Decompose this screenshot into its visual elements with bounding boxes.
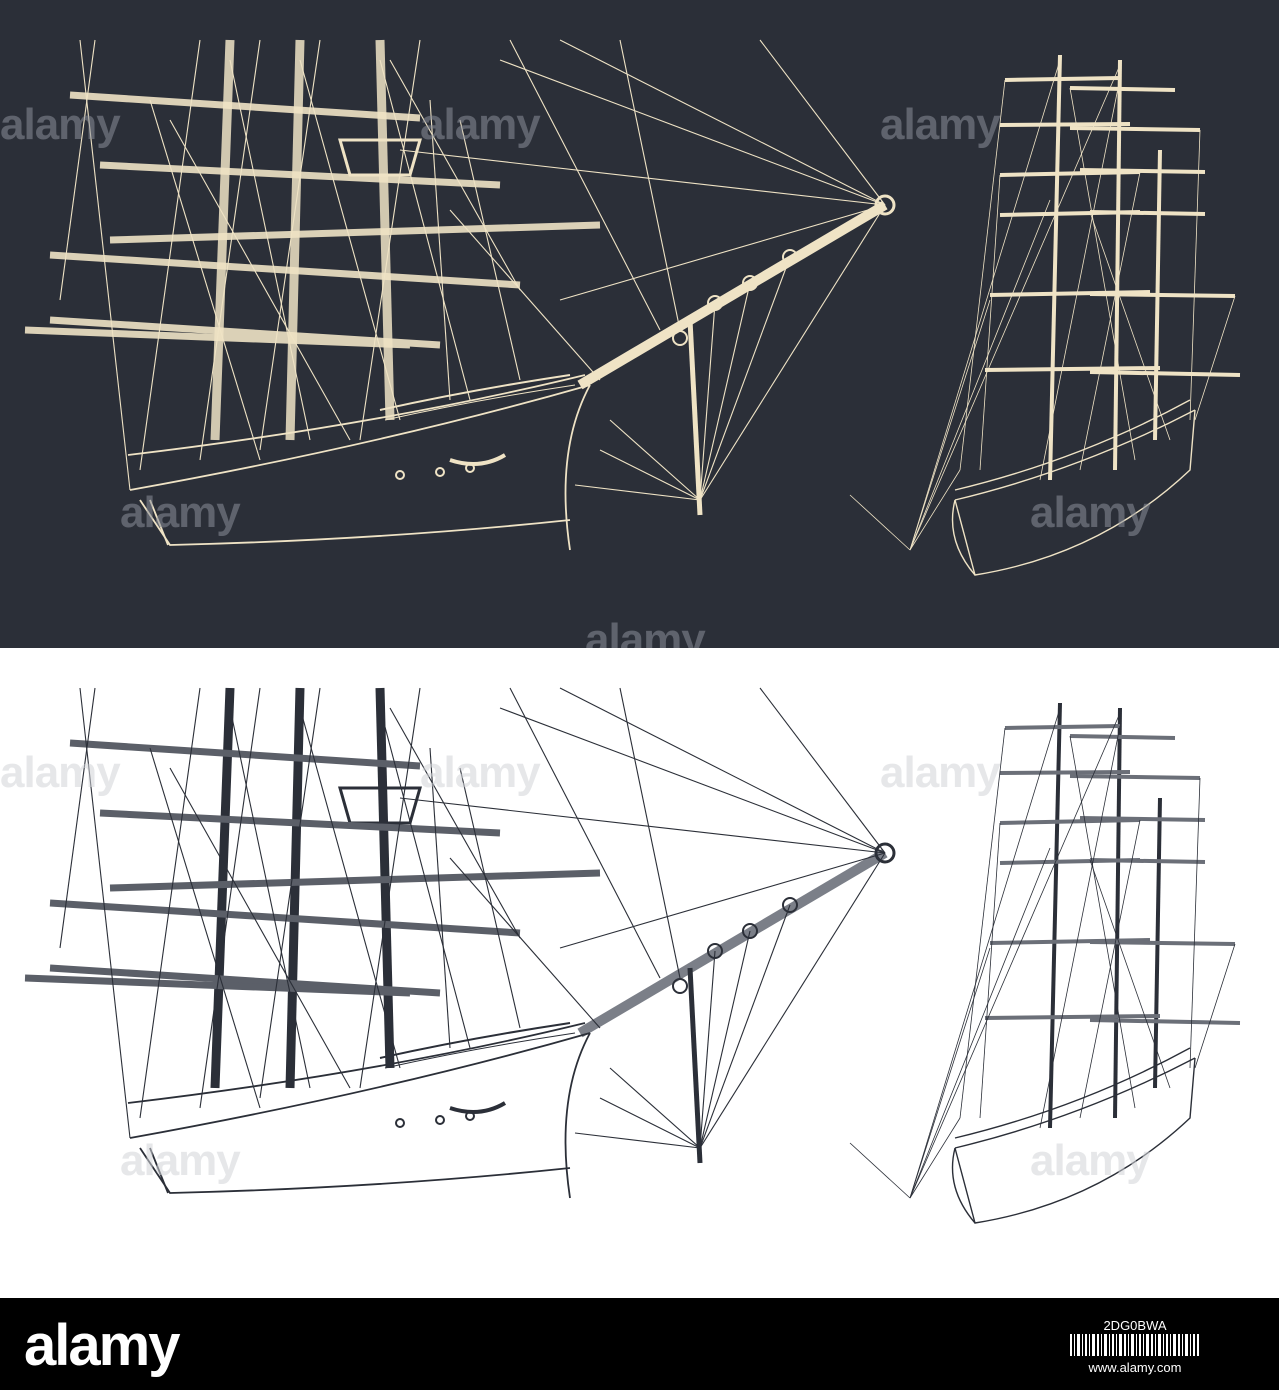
portholes xyxy=(395,1101,507,1128)
bowsprit xyxy=(577,848,888,1038)
ship-bow-closeup-light xyxy=(24,687,896,1199)
ship-full-light xyxy=(849,702,1241,1224)
light-panel: alamy alamy alamy alamy alamy xyxy=(0,648,1279,1298)
bowsprit xyxy=(577,200,888,390)
image-id: 2DG0BWA xyxy=(1103,1318,1167,1333)
site-url: www.alamy.com xyxy=(1088,1360,1182,1375)
yards xyxy=(24,91,601,349)
hull xyxy=(951,1047,1196,1224)
yards xyxy=(984,76,1241,377)
barcode-icon xyxy=(1070,1334,1199,1356)
hull xyxy=(127,374,591,551)
ship-full-dark xyxy=(849,54,1241,576)
portholes xyxy=(395,453,507,480)
masts xyxy=(210,687,395,1089)
hull xyxy=(127,1022,591,1199)
masts xyxy=(1048,702,1162,1129)
rigging xyxy=(59,687,886,1149)
rigging xyxy=(849,707,1236,1199)
yards xyxy=(984,724,1241,1025)
footer-bar: alamy 2DG0BWA w xyxy=(0,1298,1279,1390)
yards xyxy=(24,739,601,997)
rigging xyxy=(849,59,1236,551)
dark-panel-drawing xyxy=(24,39,1241,576)
rigging xyxy=(59,39,886,501)
hull xyxy=(951,399,1196,576)
light-panel-drawing xyxy=(24,687,1241,1224)
masts xyxy=(1048,54,1162,481)
ship-bow-closeup-dark xyxy=(24,39,896,551)
alamy-logo: alamy xyxy=(24,1313,180,1378)
masts xyxy=(210,39,395,441)
dark-panel: alamy alamy alamy alamy alamy alamy xyxy=(0,0,1279,664)
